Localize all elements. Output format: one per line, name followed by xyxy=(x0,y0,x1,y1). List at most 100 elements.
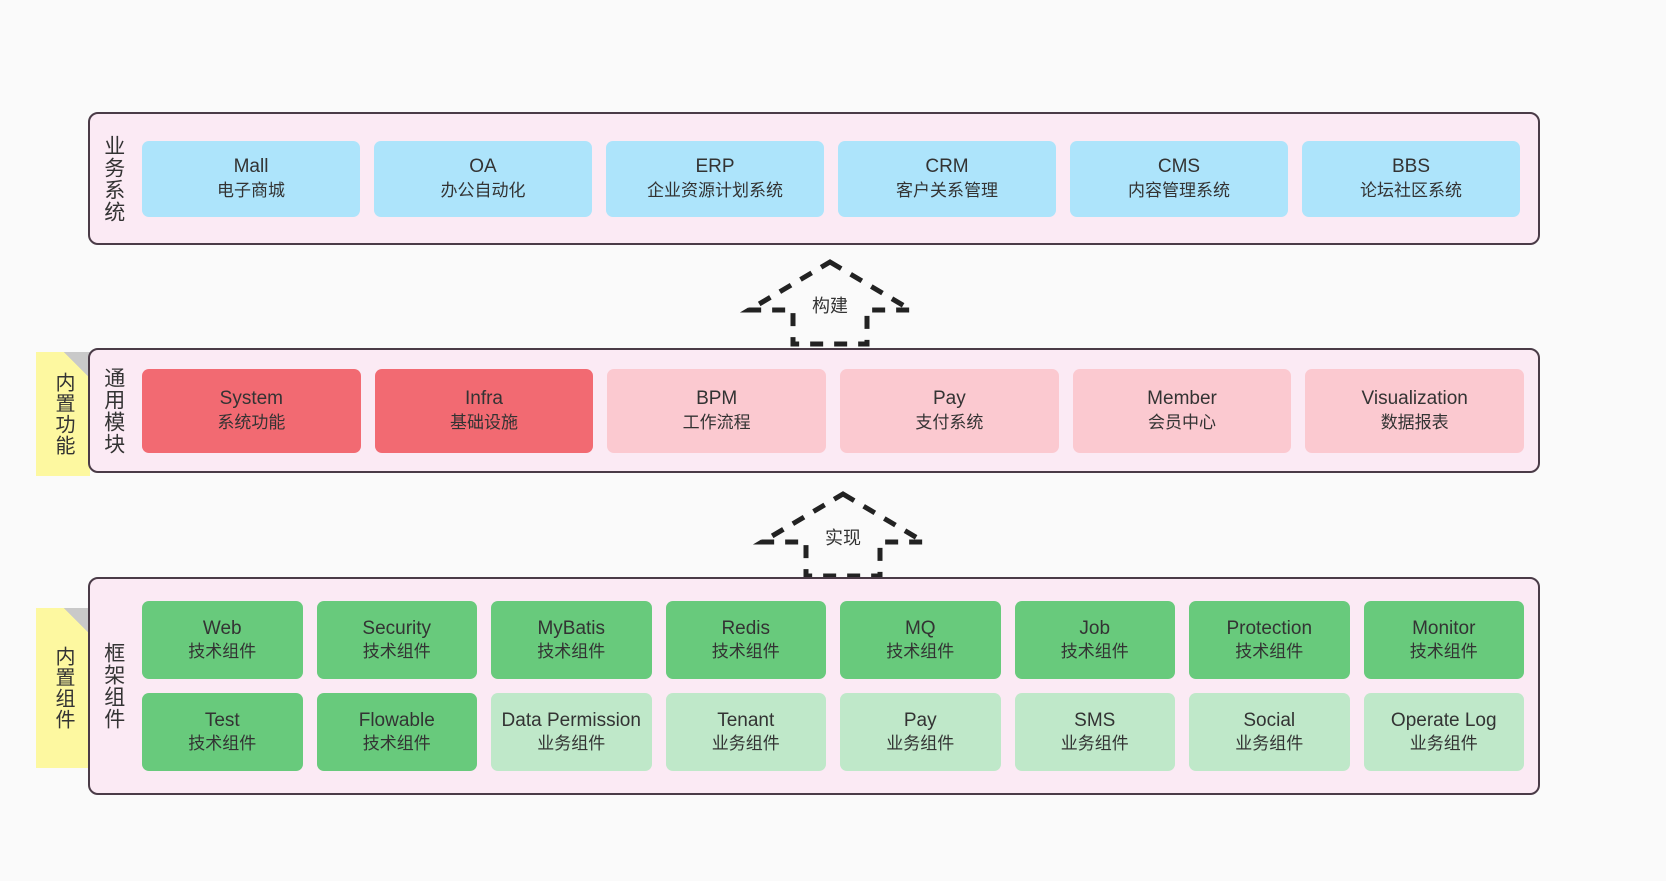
card-subtitle: 论坛社区系统 xyxy=(1360,180,1462,200)
card-cms[interactable]: CMS 内容管理系统 xyxy=(1070,140,1288,217)
card-system[interactable]: System 系统功能 xyxy=(142,368,361,453)
card-title: CMS xyxy=(1157,156,1201,178)
card-title: Protection xyxy=(1226,617,1313,639)
card-subtitle: 技术组件 xyxy=(188,734,257,754)
card-oa[interactable]: OA 办公自动化 xyxy=(374,140,592,217)
card-title: CRM xyxy=(925,156,969,178)
card-title: System xyxy=(219,388,284,410)
card-subtitle: 技术组件 xyxy=(537,642,606,662)
card-web[interactable]: Web 技术组件 xyxy=(142,601,303,679)
card-crm[interactable]: CRM 客户关系管理 xyxy=(838,140,1056,217)
card-bpm[interactable]: BPM 工作流程 xyxy=(607,368,827,453)
card-subtitle: 支付系统 xyxy=(915,412,984,432)
card-subtitle: 业务组件 xyxy=(1235,734,1304,754)
card-subtitle: 内容管理系统 xyxy=(1128,180,1230,200)
card-subtitle: 业务组件 xyxy=(537,734,606,754)
card-title: ERP xyxy=(695,156,735,178)
card-title: SMS xyxy=(1074,709,1116,731)
layer-body-common: System 系统功能 Infra 基础设施 BPM 工作流程 Pay 支付系统… xyxy=(136,350,1538,471)
sticky-note-builtin-function: 内置功能 xyxy=(36,352,90,476)
card-infra[interactable]: Infra 基础设施 xyxy=(374,368,594,453)
card-subtitle: 技术组件 xyxy=(886,642,955,662)
card-bbs[interactable]: BBS 论坛社区系统 xyxy=(1302,140,1520,217)
card-pay[interactable]: Pay 支付系统 xyxy=(840,368,1059,453)
card-subtitle: 技术组件 xyxy=(1060,642,1129,662)
sticky-note-builtin-component: 内置组件 xyxy=(36,608,90,768)
dashed-hollow-arrow-up-icon xyxy=(739,259,921,347)
card-operate-log[interactable]: Operate Log 业务组件 xyxy=(1363,693,1524,771)
card-subtitle: 系统功能 xyxy=(217,412,286,432)
card-visualization[interactable]: Visualization 数据报表 xyxy=(1305,368,1525,453)
sticky-label: 内置组件 xyxy=(52,646,74,730)
card-security[interactable]: Security 技术组件 xyxy=(316,601,477,679)
card-sms[interactable]: SMS 业务组件 xyxy=(1014,693,1175,771)
connector-build-arrow: 构建 xyxy=(739,258,921,348)
card-title: Monitor xyxy=(1412,617,1476,639)
card-subtitle: 业务组件 xyxy=(711,734,780,754)
card-subtitle: 客户关系管理 xyxy=(896,180,998,200)
card-mybatis[interactable]: MyBatis 技术组件 xyxy=(491,601,652,679)
card-subtitle: 工作流程 xyxy=(682,412,751,432)
card-title: Web xyxy=(202,617,242,639)
card-title: Data Permission xyxy=(501,709,641,731)
card-mq[interactable]: MQ 技术组件 xyxy=(840,601,1001,679)
layer-business-systems: 业务系统 Mall 电子商城 OA 办公自动化 ERP 企业资源计划系统 CRM… xyxy=(88,112,1540,245)
card-title: Pay xyxy=(903,709,937,731)
card-row-framework-tech: Web 技术组件 Security 技术组件 MyBatis 技术组件 Redi… xyxy=(142,601,1524,679)
card-job[interactable]: Job 技术组件 xyxy=(1014,601,1175,679)
card-title: Tenant xyxy=(717,709,775,731)
connector-build-label: 构建 xyxy=(812,296,848,316)
card-title: Flowable xyxy=(358,709,435,731)
card-data-permission[interactable]: Data Permission 业务组件 xyxy=(491,693,652,771)
card-title: Infra xyxy=(464,388,504,410)
card-subtitle: 业务组件 xyxy=(1060,734,1129,754)
card-member[interactable]: Member 会员中心 xyxy=(1072,368,1292,453)
layer-title-common: 通用模块 xyxy=(101,366,125,455)
card-title: Pay xyxy=(932,388,966,410)
card-title: Security xyxy=(362,617,432,639)
card-mall[interactable]: Mall 电子商城 xyxy=(142,140,360,217)
card-subtitle: 企业资源计划系统 xyxy=(647,180,783,200)
card-test[interactable]: Test 技术组件 xyxy=(142,693,303,771)
card-title: Visualization xyxy=(1361,388,1468,410)
card-flowable[interactable]: Flowable 技术组件 xyxy=(316,693,477,771)
layer-common-modules: 通用模块 System 系统功能 Infra 基础设施 BPM 工作流程 Pay… xyxy=(88,348,1540,473)
card-title: Operate Log xyxy=(1390,709,1497,731)
card-row-framework-business: Test 技术组件 Flowable 技术组件 Data Permission … xyxy=(142,693,1524,771)
card-subtitle: 技术组件 xyxy=(188,642,257,662)
card-subtitle: 业务组件 xyxy=(1409,734,1478,754)
card-subtitle: 业务组件 xyxy=(886,734,955,754)
card-subtitle: 电子商城 xyxy=(217,180,285,200)
card-monitor[interactable]: Monitor 技术组件 xyxy=(1363,601,1524,679)
card-title: OA xyxy=(469,156,497,178)
sticky-label: 内置功能 xyxy=(52,372,74,456)
layer-body-business: Mall 电子商城 OA 办公自动化 ERP 企业资源计划系统 CRM 客户关系… xyxy=(136,114,1538,243)
card-subtitle: 基础设施 xyxy=(450,412,518,432)
card-protection[interactable]: Protection 技术组件 xyxy=(1189,601,1350,679)
card-row-common: System 系统功能 Infra 基础设施 BPM 工作流程 Pay 支付系统… xyxy=(142,368,1525,453)
connector-implement-label: 实现 xyxy=(825,528,861,548)
card-title: Job xyxy=(1079,617,1111,639)
card-tenant[interactable]: Tenant 业务组件 xyxy=(665,693,826,771)
card-subtitle: 办公自动化 xyxy=(440,180,526,200)
layer-framework-components: 框架组件 Web 技术组件 Security 技术组件 MyBatis 技术组件… xyxy=(88,577,1540,795)
card-title: MQ xyxy=(904,617,936,639)
layer-body-framework: Web 技术组件 Security 技术组件 MyBatis 技术组件 Redi… xyxy=(136,579,1538,793)
card-erp[interactable]: ERP 企业资源计划系统 xyxy=(606,140,824,217)
card-subtitle: 会员中心 xyxy=(1148,412,1217,432)
card-title: MyBatis xyxy=(537,617,606,639)
connector-implement-arrow: 实现 xyxy=(752,490,934,580)
card-subtitle: 技术组件 xyxy=(1409,642,1478,662)
card-redis[interactable]: Redis 技术组件 xyxy=(665,601,826,679)
card-title: BBS xyxy=(1391,156,1431,178)
card-subtitle: 技术组件 xyxy=(362,642,431,662)
card-title: Test xyxy=(204,709,240,731)
card-social[interactable]: Social 业务组件 xyxy=(1189,693,1350,771)
card-subtitle: 技术组件 xyxy=(711,642,780,662)
layer-title-business: 业务系统 xyxy=(101,134,125,223)
card-pay-business[interactable]: Pay 业务组件 xyxy=(840,693,1001,771)
card-subtitle: 技术组件 xyxy=(362,734,431,754)
dashed-hollow-arrow-up-icon xyxy=(752,491,934,579)
card-row-business: Mall 电子商城 OA 办公自动化 ERP 企业资源计划系统 CRM 客户关系… xyxy=(142,140,1520,217)
card-title: Social xyxy=(1243,709,1296,731)
